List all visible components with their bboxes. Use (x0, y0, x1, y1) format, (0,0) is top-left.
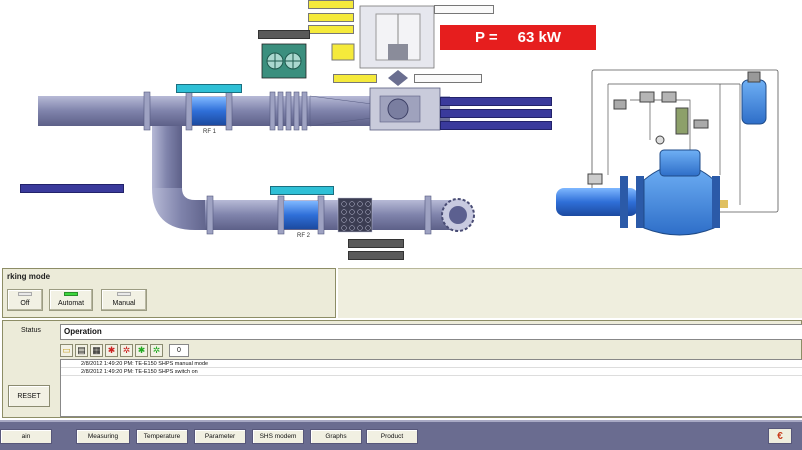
upper-flanges (143, 91, 308, 131)
status-label: Status (21, 327, 41, 334)
elbow (152, 188, 210, 230)
log-toolbar: ▭ ▤ ▦ ✱ ✲ ✱ ✲ 0 (60, 343, 189, 357)
status-panel: Status Operation ▭ ▤ ▦ ✱ ✲ ✱ ✲ 0 2/8/201… (2, 320, 802, 418)
flowmeter-1-body (192, 97, 226, 125)
status-value: Operation (64, 327, 102, 336)
alarm-tag-2 (348, 251, 404, 260)
flowmeter-2-body (284, 201, 318, 229)
log-counter: 0 (169, 343, 189, 357)
heat-exchanger (337, 197, 373, 233)
power-value: 63 kW (517, 29, 562, 46)
empty-panel-band (338, 268, 802, 318)
pump-valve (388, 70, 408, 86)
gen-tag-1 (308, 0, 354, 9)
mode-manual-label: Manual (112, 300, 136, 307)
pump-tag-1 (333, 74, 377, 83)
mode-manual-button[interactable]: Manual (101, 289, 147, 311)
motor-indicator (331, 43, 355, 61)
mode-manual-led (117, 292, 131, 296)
lower-pipe (205, 200, 455, 230)
sensor-tag-4 (20, 184, 124, 193)
tab-main[interactable]: ain (0, 429, 52, 444)
tab-graphs[interactable]: Graphs (310, 429, 362, 444)
flowmeter-2-label: RF 2 (297, 233, 311, 239)
mode-off-led (18, 292, 32, 296)
tab-product[interactable]: Product (366, 429, 418, 444)
process-diagram: RF 1 RF 2 P = 63 kW (20, 0, 779, 260)
pump-tag-2 (414, 74, 482, 83)
mode-automat-label: Automat (57, 300, 85, 307)
grid-icon[interactable]: ▦ (90, 343, 103, 357)
gen-tag-4 (434, 5, 494, 14)
print-icon[interactable]: ▤ (75, 343, 88, 357)
alarm-green-icon[interactable]: ✱ (135, 343, 148, 357)
event-log-list[interactable]: 2/8/2012 1:49:20 PM: TE-E150 SHPS manual… (60, 359, 802, 417)
control-valve-schematic (556, 69, 779, 236)
flowmeter-1-tag (176, 84, 242, 93)
tab-measuring[interactable]: Measuring (76, 429, 130, 444)
power-label: P = (474, 29, 498, 46)
reset-button[interactable]: RESET (8, 385, 50, 407)
power-display: P = 63 kW (440, 25, 596, 50)
sensor-tag-2 (440, 109, 552, 118)
tab-temperature[interactable]: Temperature (136, 429, 188, 444)
alarm-tag-1 (348, 239, 404, 248)
working-mode-title: rking mode (7, 272, 51, 281)
alarm-red-ack-icon[interactable]: ✲ (120, 343, 133, 357)
motor-tag (258, 30, 310, 39)
folder-icon[interactable]: ▭ (60, 343, 73, 357)
tab-shs-modem[interactable]: SHS modem (252, 429, 304, 444)
pipeline-schematic (38, 5, 779, 236)
gen-tag-2 (308, 13, 354, 22)
logo-icon: € (768, 428, 792, 444)
gen-tag-3 (308, 25, 354, 34)
flowmeter-1-label: RF 1 (203, 129, 217, 135)
tab-parameter[interactable]: Parameter (194, 429, 246, 444)
mode-automat-button[interactable]: Automat (49, 289, 93, 311)
status-field: Operation (60, 324, 802, 340)
log-row[interactable]: 2/8/2012 1:49:20 PM: TE-E150 SHPS switch… (61, 368, 802, 376)
mode-automat-led (64, 292, 78, 296)
flowmeter-2-tag (270, 186, 334, 195)
mode-off-label: Off (20, 300, 30, 307)
bottom-tab-bar: ain Measuring Temperature Parameter SHS … (0, 420, 802, 450)
vertical-pipe (152, 126, 182, 188)
mode-off-button[interactable]: Off (7, 289, 43, 311)
sensor-tag-3 (440, 121, 552, 130)
log-row[interactable]: 2/8/2012 1:49:20 PM: TE-E150 SHPS manual… (61, 360, 802, 368)
alarm-green-ack-icon[interactable]: ✲ (150, 343, 163, 357)
sensor-tag-1 (440, 97, 552, 106)
alarm-red-icon[interactable]: ✱ (105, 343, 118, 357)
working-mode-panel: rking mode Off Automat Manual (2, 268, 336, 318)
